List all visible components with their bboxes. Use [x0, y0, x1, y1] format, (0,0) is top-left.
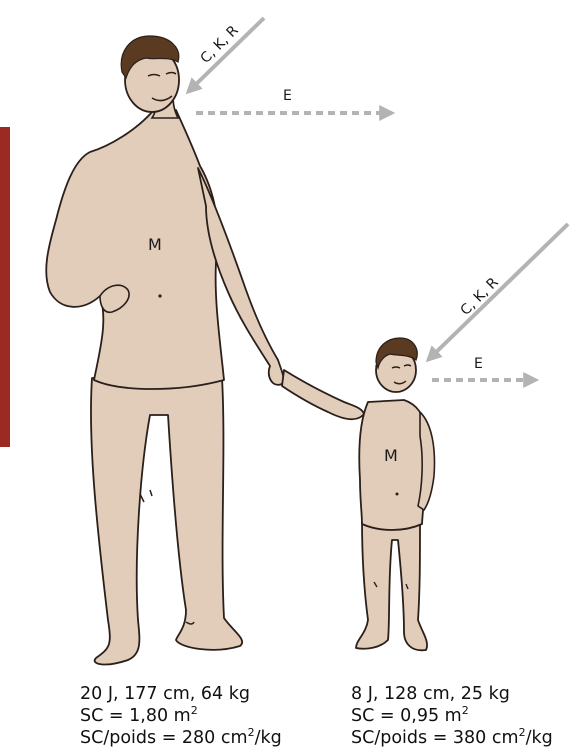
adult-out-label: E [283, 88, 292, 104]
child-ratio-text: SC/poids = 380 cm [351, 728, 519, 748]
adult-sc-exponent: 2 [191, 704, 198, 717]
adult-caption-sc: SC = 1,80 m2 [80, 705, 282, 727]
child-incoming-arrow [428, 224, 568, 360]
adult-sc-text: SC = 1,80 m [80, 706, 191, 726]
child-caption-line1: 8 J, 128 cm, 25 kg [351, 683, 553, 705]
child-sc-text: SC = 0,95 m [351, 706, 462, 726]
child-navel [396, 493, 399, 496]
child-torso [359, 400, 427, 530]
child-figure [282, 338, 434, 650]
adult-knee-mark [140, 490, 152, 502]
adult-caption-ratio: SC/poids = 280 cm2/kg [80, 727, 282, 749]
adult-caption: 20 J, 177 cm, 64 kg SC = 1,80 m2 SC/poid… [80, 683, 282, 749]
child-out-label: E [474, 356, 483, 372]
adult-body-label: M [148, 235, 162, 254]
child-ratio-exponent: 2 [519, 726, 526, 739]
child-caption-sc: SC = 0,95 m2 [351, 705, 553, 727]
child-body-label: M [384, 446, 398, 465]
child-sc-exponent: 2 [462, 704, 469, 717]
adult-figure [46, 36, 283, 664]
adult-ratio-unit: /kg [255, 728, 282, 748]
adult-ratio-text: SC/poids = 280 cm [80, 728, 248, 748]
adult-ratio-exponent: 2 [248, 726, 255, 739]
child-ratio-unit: /kg [526, 728, 553, 748]
child-caption: 8 J, 128 cm, 25 kg SC = 0,95 m2 SC/poids… [351, 683, 553, 749]
child-caption-ratio: SC/poids = 380 cm2/kg [351, 727, 553, 749]
adult-legs [91, 378, 242, 664]
adult-torso [46, 110, 224, 389]
adult-caption-line1: 20 J, 177 cm, 64 kg [80, 683, 282, 705]
child-left-arm [282, 370, 364, 419]
child-legs [356, 520, 427, 650]
adult-navel [158, 294, 161, 297]
